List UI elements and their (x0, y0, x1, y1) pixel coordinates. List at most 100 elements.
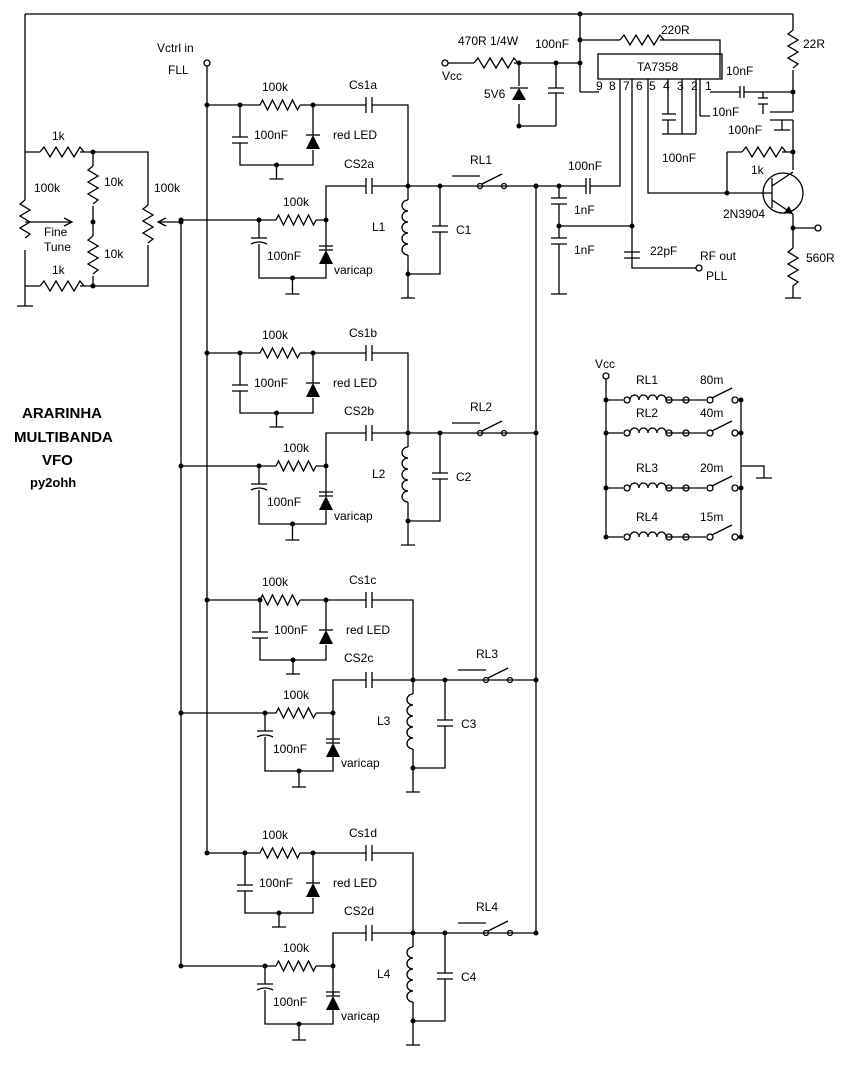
r470-label: 470R 1/4W (458, 34, 519, 48)
c100n-b-label: 100nF (273, 995, 307, 1009)
ic-pin-1-label: 1 (705, 79, 712, 93)
c100n-a-label: 100nF (274, 623, 308, 637)
red-led-label: red LED (333, 128, 377, 142)
cs1-label: Cs1a (349, 78, 377, 92)
transistor-label: 2N3904 (723, 207, 765, 221)
tank-cap-label: C4 (461, 970, 477, 984)
ic-pin-6-label: 6 (636, 79, 643, 93)
relay-coil-label: RL3 (636, 461, 658, 475)
red-led-label: red LED (333, 876, 377, 890)
cs2-label: CS2d (344, 904, 374, 918)
r100k-a-label: 100k (262, 328, 289, 342)
c100n-a-label: 100nF (254, 376, 288, 390)
ic-pin-3-label: 3 (677, 79, 684, 93)
tank-cap-label: C1 (456, 223, 472, 237)
ic-pin-7-label: 7 (623, 79, 630, 93)
title-line1: ARARINHA (22, 405, 102, 422)
ic-pin-2-label: 2 (691, 79, 698, 93)
cs2-label: CS2b (344, 404, 374, 418)
relay-vcc-label: Vcc (595, 357, 615, 371)
band-label: 20m (700, 461, 723, 475)
c100n-top-label: 100nF (535, 37, 569, 51)
varicap-label: varicap (341, 756, 380, 770)
relay-coil-label: RL4 (636, 510, 658, 524)
title-line2: MULTIBANDA (14, 429, 113, 446)
relay-row-4: RL4 15m (603, 510, 744, 541)
r1k-b-label: 1k (52, 263, 66, 277)
fll-label: FLL (168, 63, 189, 77)
c100n-a-label: 100nF (254, 128, 288, 142)
r100k-a-label: 100k (262, 828, 289, 842)
inductor-label: L4 (377, 967, 391, 981)
tune-label: Tune (44, 240, 71, 254)
inductor-label: L3 (377, 714, 391, 728)
cs2-label: CS2a (344, 157, 374, 171)
c1n-b-label: 1nF (574, 243, 595, 257)
c100n-ic-label: 100nF (728, 123, 762, 137)
varicap-label: varicap (341, 1009, 380, 1023)
vctrl-bus: Vctrl in FLL (157, 41, 211, 966)
r1k-a-label: 1k (52, 129, 66, 143)
title-author: py2ohh (30, 475, 76, 490)
r100k-b-label: 100k (283, 195, 310, 209)
r10k-b-label: 10k (104, 247, 124, 261)
cs1-label: Cs1b (349, 326, 377, 340)
relay-contact-label: RL3 (476, 647, 498, 661)
r100k-left-label: 100k (34, 181, 61, 195)
r100k-b-label: 100k (283, 941, 310, 955)
r100k-a-label: 100k (262, 575, 289, 589)
zener-label: 5V6 (484, 87, 506, 101)
red-led-label: red LED (333, 376, 377, 390)
r100k-pot-label: 100k (154, 181, 181, 195)
vctrl-label: Vctrl in (157, 41, 194, 55)
c100n-b-label: 100nF (267, 495, 301, 509)
r22-label: 22R (803, 37, 825, 51)
c100n-ic2-label: 100nF (662, 151, 696, 165)
rfout-label: RF out (700, 249, 737, 263)
c100n-b-label: 100nF (273, 742, 307, 756)
c100n-b-label: 100nF (267, 249, 301, 263)
c22p-label: 22pF (650, 244, 677, 258)
c10n-b-label: 10nF (712, 105, 739, 119)
r220-label: 220R (661, 23, 690, 37)
ic-pin-4-label: 4 (663, 79, 670, 93)
varicap-label: varicap (334, 509, 373, 523)
inductor-label: L1 (372, 220, 386, 234)
r100k-b-label: 100k (283, 441, 310, 455)
relay-row-3: RL3 20m (603, 461, 744, 492)
vcc-top-label: Vcc (442, 69, 462, 83)
r560-label: 560R (806, 251, 835, 265)
r100k-b-label: 100k (283, 688, 310, 702)
cs1-label: Cs1c (349, 573, 376, 587)
cs2-label: CS2c (344, 651, 373, 665)
ic-label: TA7358 (637, 60, 678, 74)
band-label: 15m (700, 510, 723, 524)
band-label: 40m (700, 406, 723, 420)
red-led-label: red LED (346, 623, 390, 637)
ic-pin-5-label: 5 (649, 79, 656, 93)
relay-contact-label: RL4 (476, 900, 498, 914)
c10n-a-label: 10nF (726, 64, 753, 78)
relay-coil-label: RL1 (636, 373, 658, 387)
fine-tune-network: 1k 1k 10k 10k 100k 100k Fine Tune (17, 13, 793, 307)
tank-cap-label: C2 (456, 470, 472, 484)
fine-label: Fine (44, 225, 68, 239)
r10k-a-label: 10k (104, 175, 124, 189)
relay-contact-label: RL1 (470, 153, 492, 167)
c100n-a-label: 100nF (259, 876, 293, 890)
cs1-label: Cs1d (349, 826, 377, 840)
inductor-label: L2 (372, 467, 386, 481)
r1k-fb-label: 1k (751, 163, 765, 177)
c1n-a-label: 1nF (574, 203, 595, 217)
pll-label: PLL (706, 269, 728, 283)
relay-contact-label: RL2 (470, 400, 492, 414)
